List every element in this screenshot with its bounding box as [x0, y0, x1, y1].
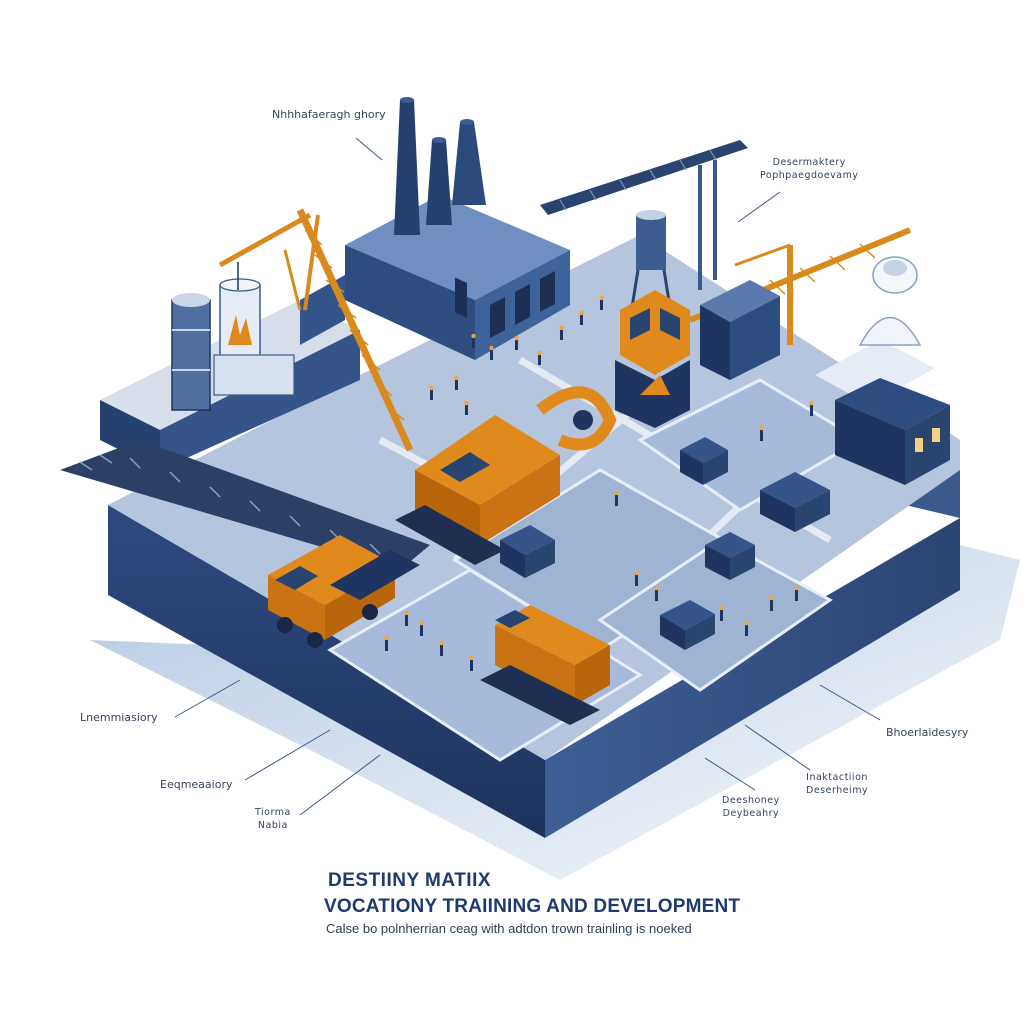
platform-right-face: [545, 518, 960, 838]
callout-right: Bhoerlaidesyry: [886, 726, 969, 739]
callout-bottom-right-1-line-2: Deserheimy: [806, 785, 869, 796]
callout-bottom-right-2: Deeshoney Deybeahry: [722, 794, 780, 820]
callout-leader-lines: [174, 137, 881, 816]
callout-bottom-right-2-line-2: Deybeahry: [722, 808, 780, 819]
platform-front-face: [108, 505, 545, 838]
callout-bottom-right-2-line-1: Deeshoney: [722, 795, 780, 806]
callout-bottom-left-1: Eeqmeaaiory: [160, 778, 233, 791]
worker-icon: [384, 295, 814, 671]
rail-ties: [79, 454, 381, 555]
crates: [500, 437, 830, 650]
conveyor-bridge: [540, 140, 748, 290]
callout-top-right: Desermaktery Pophpaegdoevamy: [760, 156, 859, 182]
callout-top-left: Nhhhafaeragh ghory: [272, 108, 386, 121]
callout-bottom-left-2: Tiorma Nabia: [255, 806, 291, 832]
reactor-tank-icon: [213, 278, 295, 396]
crane-icon: [218, 208, 414, 452]
callout-top-right-line-2: Pophpaegdoevamy: [760, 170, 859, 181]
control-tower: [615, 290, 690, 428]
smokestack-icon: [394, 97, 486, 235]
right-building: [700, 280, 780, 380]
callout-left: Lnemmiasiory: [80, 711, 158, 724]
left-building-side: [160, 330, 360, 470]
dump-truck-icon: [480, 605, 610, 725]
truck-icon: [268, 535, 420, 648]
dome-icon: [815, 256, 950, 485]
caption-title: DESTIINY MATIIX: [328, 870, 492, 891]
callout-top-right-line-1: Desermaktery: [772, 157, 846, 168]
callout-bottom-right-1-line-1: Inaktactiion: [806, 772, 868, 783]
callout-bottom-right-1: Inaktactiion Deserheimy: [806, 771, 868, 797]
callout-bottom-left-2-line-2: Nabia: [257, 820, 288, 831]
callout-bottom-left-2-line-1: Tiorma: [255, 807, 291, 818]
excavator-icon: [395, 386, 617, 565]
caption-tagline: Calse bo polnherrian ceag with adtdon tr…: [326, 921, 692, 936]
storage-tank-icon: [171, 293, 211, 411]
caption-subtitle: VOCATIONY TRAIINING AND DEVELOPMENT: [324, 896, 741, 917]
